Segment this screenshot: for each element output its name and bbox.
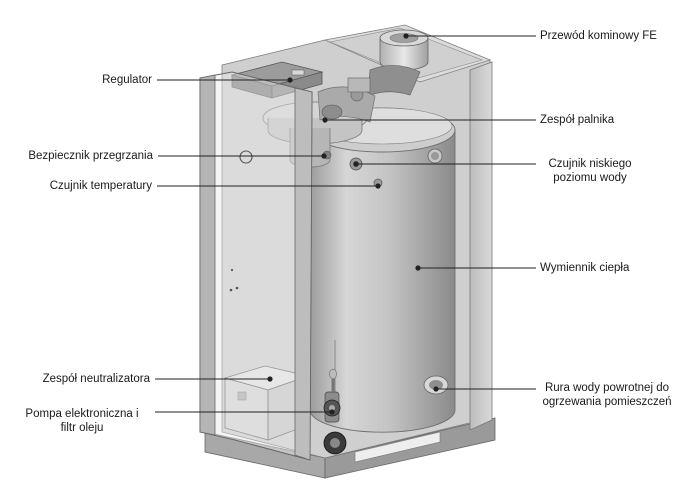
pump-and-filter (323, 368, 347, 455)
label-pump: Pompa elektroniczna i filtr oleju (12, 407, 152, 435)
label-regulator: Regulator (102, 74, 152, 86)
label-overheat-fuse: Bezpiecznik przegrzania (28, 150, 153, 162)
label-burner: Zespół palnika (540, 114, 615, 126)
label-temp-sensor: Czujnik temperatury (49, 180, 152, 192)
leader-lines (155, 35, 536, 413)
neutralizer-box (223, 365, 310, 441)
label-low-water-sensor: Czujnik niskiego poziomu wody (530, 157, 650, 185)
label-low-water-sensor-line1: Czujnik niskiego (548, 158, 632, 170)
label-return-pipe-line1: Rura wody powrotnej do (544, 382, 669, 394)
label-flue: Przewód kominowy FE (540, 30, 657, 42)
boiler-base (204, 417, 496, 479)
label-heat-exchanger: Wymiennik ciepła (540, 262, 630, 274)
label-neutralizer: Zespół neutralizatora (42, 373, 150, 385)
leader-dots (267, 33, 439, 415)
front-door (199, 71, 313, 461)
label-pump-line2: filtr oleju (60, 422, 104, 434)
label-low-water-sensor-line2: poziomu wody (553, 172, 627, 184)
label-return-pipe: Rura wody powrotnej do ogrzewania pomies… (532, 381, 682, 409)
burner-assembly (262, 77, 376, 168)
label-pump-line1: Pompa elektroniczna i (25, 408, 139, 420)
label-return-pipe-line2: ogrzewania pomieszczeń (542, 396, 672, 408)
